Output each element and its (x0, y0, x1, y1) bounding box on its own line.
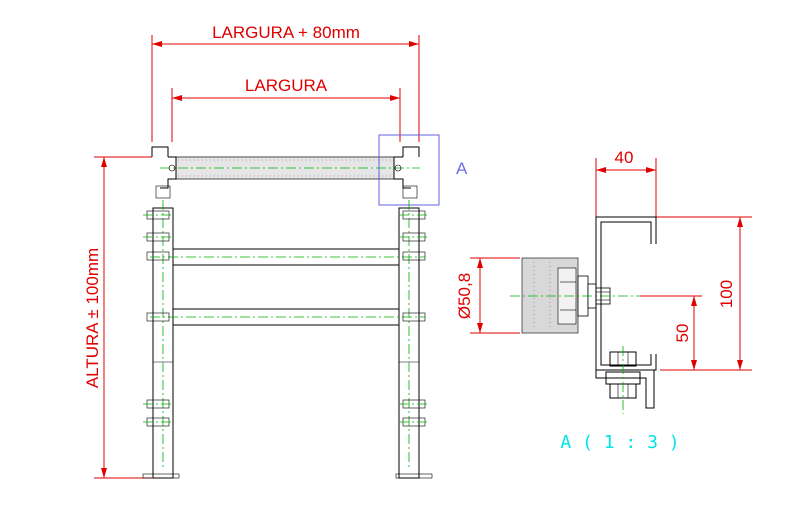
height-label: ALTURA ± 100mm (83, 248, 102, 388)
detail-roller-end (510, 257, 640, 334)
height-dimension: ALTURA ± 100mm (83, 156, 152, 479)
dim-diameter-label: Ø50,8 (455, 273, 474, 319)
dim-50-label: 50 (673, 324, 692, 343)
front-view: LARGURA + 80mm LARGURA ALTURA ± 100mm (83, 23, 468, 479)
left-leg (142, 200, 180, 479)
dim-40-label: 40 (615, 148, 634, 167)
dim-40: 40 (595, 148, 657, 220)
dim-diameter: Ø50,8 (455, 257, 520, 334)
top-roller (151, 146, 420, 199)
dim-50: 50 (640, 295, 702, 370)
width-plus-80-dimension: LARGURA + 80mm (151, 23, 420, 142)
width-dimension: LARGURA (171, 76, 401, 142)
dim-100: 100 (656, 216, 752, 371)
leg-bolts (143, 210, 429, 427)
width-label: LARGURA (245, 76, 328, 95)
detail-a-label: A (456, 159, 468, 178)
width-plus-80-label: LARGURA + 80mm (212, 23, 360, 42)
right-leg (395, 200, 433, 479)
cross-bar-upper (150, 248, 425, 266)
detail-bracket (595, 216, 657, 409)
detail-view: 40 Ø50,8 100 50 (455, 148, 752, 453)
dim-100-label: 100 (717, 280, 736, 308)
detail-caption: A ( 1 : 3 ) (560, 432, 679, 453)
detail-bolt (605, 346, 641, 414)
cross-bar-lower (150, 308, 425, 326)
